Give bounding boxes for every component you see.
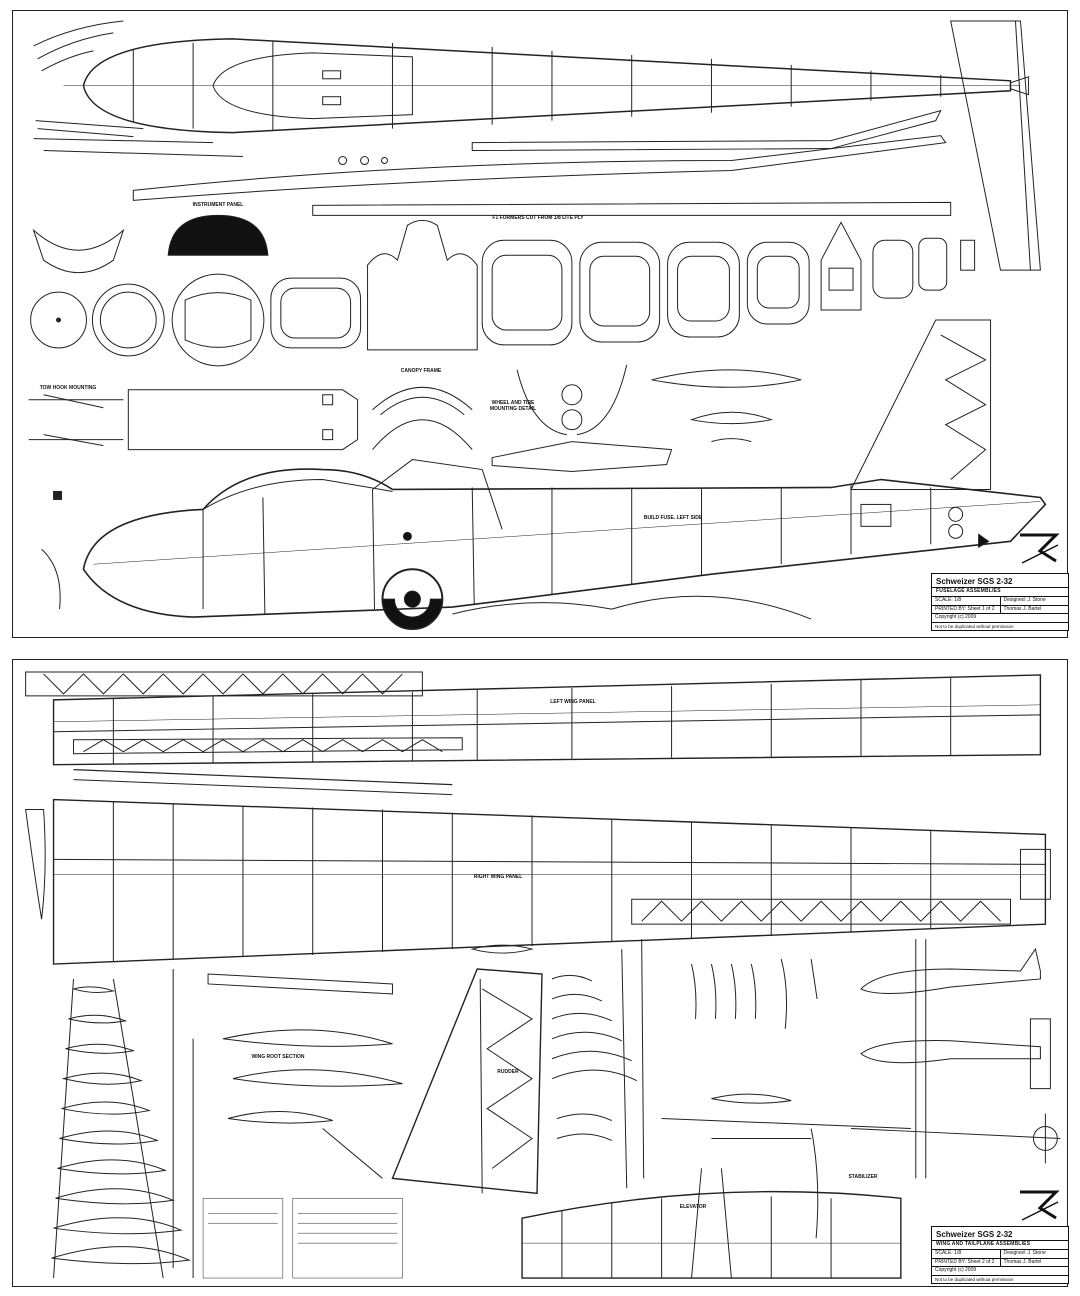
tow-hook-label: TOW HOOK MOUNTING bbox=[39, 385, 97, 391]
wing-root-sections bbox=[207, 973, 403, 1179]
plan-title: Schweizer SGS 2-32 bbox=[932, 1227, 1068, 1242]
tb-cell: Designed: J. Stone bbox=[1003, 596, 1046, 603]
stabilizer-view bbox=[521, 1128, 902, 1279]
rudder-label: RUDDER bbox=[497, 1069, 519, 1075]
plan-footer: Not to be duplicated without permission bbox=[935, 1277, 1014, 1283]
fuselage-top-view bbox=[63, 38, 1029, 134]
instrument-panel-label: INSTRUMENT PANEL bbox=[192, 202, 244, 208]
tb-cell: SCALE: 1/8 bbox=[932, 596, 1001, 605]
right-wing-label: RIGHT WING PANEL bbox=[473, 874, 523, 880]
tail-ribs bbox=[551, 939, 911, 1189]
tb-cell: PRINTED BY: Sheet 2 of 2 bbox=[932, 1258, 1001, 1267]
tb-cell: Thomas J. Bartel bbox=[1003, 1258, 1042, 1265]
tvrf-logo bbox=[1020, 1190, 1060, 1221]
small-parts bbox=[691, 958, 818, 1104]
fuselage-side-view bbox=[82, 319, 1047, 631]
fuselage-drawing bbox=[28, 20, 1047, 631]
plan-subtitle: FUSELAGE ASSEMBLIES bbox=[932, 588, 1068, 597]
cockpit-floor bbox=[127, 364, 802, 473]
stringer-strips bbox=[33, 20, 243, 158]
fin-plan-view bbox=[950, 20, 1041, 271]
wing-ribs bbox=[51, 969, 194, 1279]
tb-cell: PRINTED BY: Sheet 1 of 2 bbox=[932, 605, 1001, 614]
notes-block bbox=[202, 1198, 403, 1279]
tb-cell: Thomas J. Bartel bbox=[1003, 605, 1042, 612]
tow-hook-details bbox=[28, 394, 124, 610]
tb-cell: Designed: J. Stone bbox=[1003, 1249, 1046, 1256]
wing-root-label: WING ROOT SECTION bbox=[251, 1054, 305, 1060]
wing-plan-sheet: LEFT WING PANEL RIGHT WING PANEL RUDDER … bbox=[12, 659, 1069, 1287]
tb-cell: Copyright (c) 2009 bbox=[935, 614, 977, 621]
tvrf-logo bbox=[1020, 533, 1060, 564]
formers-row bbox=[30, 214, 976, 367]
side-view-note: BUILD FUSE. LEFT SIDE bbox=[643, 515, 703, 521]
fuselage-strips bbox=[132, 109, 952, 216]
three-view bbox=[850, 939, 1061, 1179]
canopy-frame-label: CANOPY FRAME bbox=[400, 368, 442, 374]
wing-drawing bbox=[25, 671, 1061, 1279]
title-block-sheet2: Schweizer SGS 2-32 WING AND TAILPLANE AS… bbox=[931, 1226, 1069, 1285]
left-wing-label: LEFT WING PANEL bbox=[550, 699, 596, 705]
rudder-view bbox=[391, 944, 543, 1195]
former-note-label: F1 FORMERS CUT FROM 1/8 LITE PLY bbox=[492, 215, 584, 221]
plan-title: Schweizer SGS 2-32 bbox=[932, 574, 1068, 589]
stabilizer-label: STABILIZER bbox=[848, 1174, 878, 1180]
plan-footer: Not to be duplicated without permission bbox=[935, 624, 1014, 630]
tb-cell: Copyright (c) 2009 bbox=[935, 1267, 977, 1274]
left-wing-panel bbox=[52, 674, 1042, 796]
wheel-detail-label: WHEEL AND TIRE MOUNTING DETAIL bbox=[489, 400, 537, 412]
spar-truss-strip bbox=[25, 671, 423, 697]
plan-subtitle: WING AND TAILPLANE ASSEMBLIES bbox=[932, 1241, 1068, 1250]
right-wing-panel bbox=[25, 798, 1051, 965]
title-block-sheet1: Schweizer SGS 2-32 FUSELAGE ASSEMBLIES S… bbox=[931, 573, 1069, 632]
fuselage-plan-sheet: INSTRUMENT PANEL CANOPY FRAME F1 FORMERS… bbox=[12, 10, 1069, 638]
tb-cell: SCALE: 1/8 bbox=[932, 1249, 1001, 1258]
elevator-label: ELEVATOR bbox=[679, 1204, 707, 1210]
